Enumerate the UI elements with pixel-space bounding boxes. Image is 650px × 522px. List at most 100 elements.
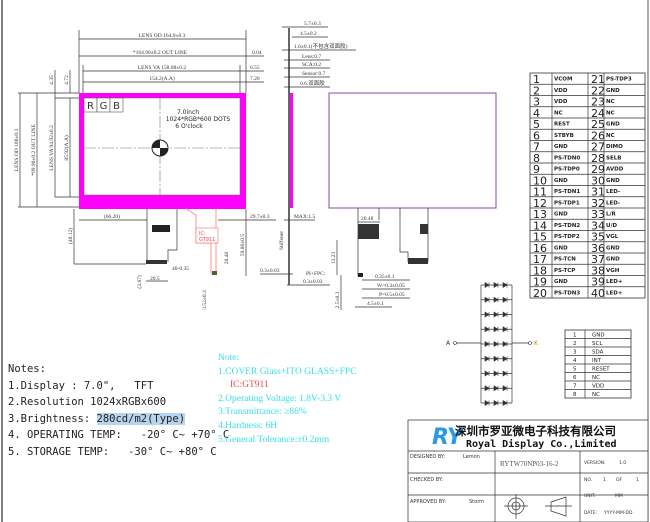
dim-left-lens-od: LENS OD 100±0.3 [14,128,20,171]
note-brightness: 3.Brightness: 280cd/m2(Type) [8,411,229,428]
dim-d4: 28.48 [224,252,230,265]
note-resolution: 2.Resolution 1024xRGBx600 [8,396,167,408]
led-diode-icon [502,296,508,303]
pin-number: 2 [533,84,540,97]
pin-number: 18 [533,264,547,277]
tp-pin-number: 8 [573,392,577,398]
pin-signal: PS-TDP3 [606,77,632,83]
pin-signal: PS-TDN0 [554,155,580,161]
pin-signal: NC [606,133,615,139]
dim-s15: 0.35±0.1 [375,274,395,280]
pin-number: 22 [591,84,605,97]
sheet-of-label: OF [616,477,623,483]
pin-number: 25 [591,118,605,131]
pin-signal: PS-TDN3 [554,290,580,296]
tp-pin-number: 3 [573,350,577,356]
dim-t2: 4.72 [64,75,70,85]
led-diode-icon [493,399,499,407]
led-diode-icon [493,281,499,289]
notes-title: Notes: [8,363,46,375]
date-value: YYYY-MM-DD [603,510,633,516]
led-diode-icon [484,370,490,377]
note-storage-temp: 5. STORAGE TEMP: -30° C~ +80° C [8,445,217,458]
company-name-en: Royal Display Co.,Limited [466,438,617,450]
pixel-g: G [100,101,108,112]
led-diode-icon [493,385,499,392]
fpc-front: IC: GT911 (66.20) 29.7±0.3 59.86±0.5 28.… [67,207,276,310]
dim-r2: 6.55 [250,65,260,71]
brightness-label: 3.Brightness: [8,412,97,425]
dim-s2: 4.5±0.2 [300,31,317,37]
tp-pin-number: 1 [573,333,577,339]
led-diode-icon [493,296,499,303]
dim-s14: 13.23 [331,252,337,265]
led-diode-icon [493,311,499,318]
dim-left-outline: *99.90±0.2 OUT LINE [31,124,37,176]
pin-signal: GND [606,88,620,94]
pin-signal: GND [554,212,568,218]
top-dimensions: LENS OD 164.9±0.3 *164.90±0.2 OUT LINE 0… [78,30,264,93]
pin-signal: VCOM [554,77,572,83]
dim-s8: MAX:1.5 [294,214,315,220]
dim-s3: 1.6±0.1(不包含双面胶) [294,42,348,50]
pin-number: 29 [591,163,605,176]
pin-number: 27 [591,141,605,154]
led-diode-icon [484,385,490,392]
left-dimensions: LENS OD 100±0.3 *99.90±0.2 OUT LINE LENS… [14,70,79,208]
led-diode-icon [502,370,508,377]
pin-number: 34 [591,219,605,232]
tp-notes-block: Note: 1.COVER Glass+ITO GLASS+FPC IC:GT9… [218,352,357,447]
pin-number: 9 [533,163,540,176]
dim-s9: 0.3±0.03 [260,268,280,274]
pin-signal: PS-TDP0 [554,167,580,173]
led-diode-icon [484,296,490,303]
led-diode-icon [502,311,508,318]
pin-signal: GND [606,178,620,184]
pin-signal: DIMO [606,144,623,150]
pin-number: 20 [533,287,547,300]
pin-number: 4 [533,107,540,120]
led-diode-icon [484,355,490,362]
pin-signal: LED+ [606,279,623,285]
notes-block: Notes: 1.Display : 7.0", TFT 2.Resolutio… [8,361,229,460]
pin-number: 1 [533,73,540,86]
pin-signal: GND [554,144,568,150]
dim-b1: (40.12) [67,228,74,244]
pin-signal: GND [606,245,620,251]
led-string [481,340,512,348]
dim-s18: 4.5±0.1 [367,301,384,307]
dim-lens-od: LENS OD 164.9±0.3 [139,33,186,39]
pin-signal: SELB [606,155,621,161]
pin-number: 11 [533,186,547,199]
tp-pin-signal: SCL [592,341,603,347]
led-backlight-circuit: A K [446,281,539,407]
pin-number: 16 [533,242,547,255]
dim-s1: 5.7±0.3 [304,21,321,27]
tp-note-hardness: 4.Hardness: 6H [218,420,278,431]
pin-number: 23 [591,96,605,109]
tp-note-transmittance: 3.Transmittance: ≥86% [218,407,307,418]
dim-r3: 7.20 [250,76,260,82]
led-diode-icon [484,281,490,289]
pin-signal: AVDD [606,167,624,173]
pin-number: 26 [591,129,605,142]
pin-signal: GND [606,257,620,263]
dim-d5: 40-0.35 [172,266,189,272]
approved-by-value: Storm [469,499,484,505]
sheet-no-label: NO. [584,477,592,483]
led-string [481,355,512,362]
pin-number: 12 [533,197,547,210]
led-string [481,385,512,392]
pin-signal: GND [554,279,568,285]
pin-signal: REST [554,122,570,128]
tp-pin-signal: SDA [592,350,604,356]
